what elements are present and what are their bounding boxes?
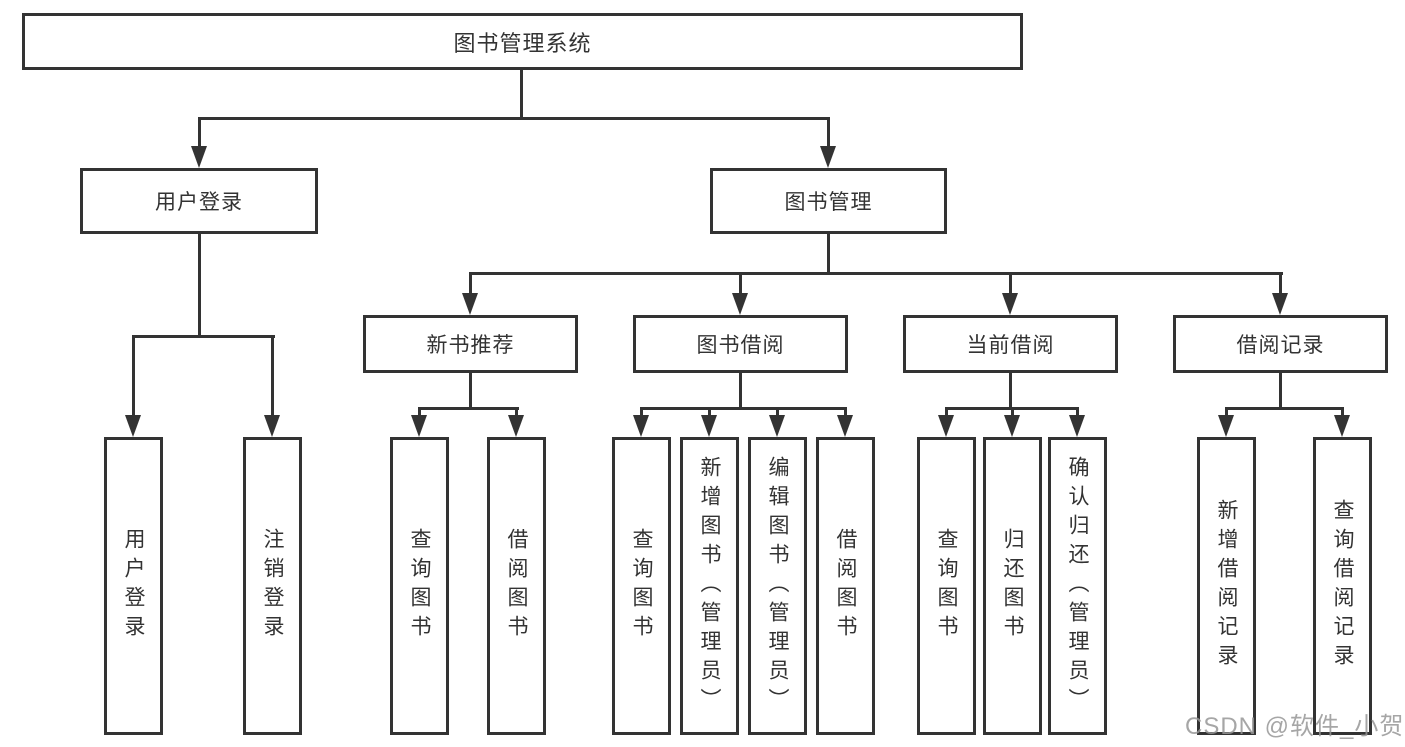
arrow-down-icon xyxy=(820,146,836,168)
connector-line xyxy=(1225,407,1228,417)
arrow-down-icon xyxy=(769,415,785,437)
connector-line xyxy=(198,234,201,338)
connector-line xyxy=(418,407,519,410)
node-label: 注销登录 xyxy=(261,528,284,644)
leaf-add-book-admin: 新增图书（管理员） xyxy=(680,437,739,735)
leaf-borrow-books-borrowing: 借阅图书 xyxy=(816,437,875,735)
node-label: 归还图书 xyxy=(1001,528,1024,644)
node-label: 图书借阅 xyxy=(696,334,785,357)
leaf-edit-book-admin: 编辑图书（管理员） xyxy=(748,437,807,735)
node-label: 新增图书（管理员） xyxy=(698,455,721,717)
node-book-management-branch: 图书管理 xyxy=(710,168,947,234)
connector-line xyxy=(640,407,847,410)
arrow-down-icon xyxy=(1004,415,1020,437)
leaf-logout: 注销登录 xyxy=(243,437,302,735)
node-label: 查询图书 xyxy=(935,528,958,644)
connector-line xyxy=(827,234,830,275)
arrow-down-icon xyxy=(191,146,207,168)
node-book-borrowing: 图书借阅 xyxy=(633,315,848,373)
connector-line xyxy=(945,407,948,417)
node-library-management-system: 图书管理系统 xyxy=(22,13,1023,70)
node-label: 用户登录 xyxy=(155,191,243,214)
arrow-down-icon xyxy=(938,415,954,437)
connector-line xyxy=(739,272,742,295)
connector-line xyxy=(1009,272,1012,295)
connector-line xyxy=(1225,407,1344,410)
node-label: 查询图书 xyxy=(630,528,653,644)
node-label: 用户登录 xyxy=(122,528,145,644)
connector-line xyxy=(1009,373,1012,410)
leaf-user-login: 用户登录 xyxy=(104,437,163,735)
watermark: CSDN @软件_小贺同学 xyxy=(1185,713,1405,740)
node-label: 图书管理系统 xyxy=(453,30,592,56)
node-label: 当前借阅 xyxy=(966,334,1055,357)
connector-line xyxy=(1279,272,1282,295)
node-borrowing-records: 借阅记录 xyxy=(1173,315,1388,373)
arrow-down-icon xyxy=(1218,415,1234,437)
node-label: 新书推荐 xyxy=(426,334,515,357)
connector-line xyxy=(1076,407,1079,417)
connector-line xyxy=(418,407,421,417)
node-label: 借阅图书 xyxy=(834,528,857,644)
connector-line xyxy=(271,335,274,417)
arrow-down-icon xyxy=(732,293,748,315)
arrow-down-icon xyxy=(633,415,649,437)
arrow-down-icon xyxy=(701,415,717,437)
connector-line xyxy=(469,373,472,410)
connector-line xyxy=(1011,407,1014,417)
leaf-borrow-books-recommend: 借阅图书 xyxy=(487,437,546,735)
connector-line xyxy=(198,117,830,120)
node-label: 查询借阅记录 xyxy=(1331,499,1354,673)
connector-line xyxy=(1279,373,1282,410)
node-label: 图书管理 xyxy=(784,191,873,214)
connector-line xyxy=(198,117,201,148)
arrow-down-icon xyxy=(1334,415,1350,437)
node-label: 确认归还（管理员） xyxy=(1066,455,1089,717)
leaf-return-book: 归还图书 xyxy=(983,437,1042,735)
arrow-down-icon xyxy=(837,415,853,437)
connector-line xyxy=(708,407,711,417)
connector-line xyxy=(469,272,472,295)
arrow-down-icon xyxy=(1272,293,1288,315)
leaf-query-books-recommend: 查询图书 xyxy=(390,437,449,735)
connector-line xyxy=(132,335,135,417)
arrow-down-icon xyxy=(508,415,524,437)
connector-line xyxy=(776,407,779,417)
leaf-query-books-borrowing: 查询图书 xyxy=(612,437,671,735)
arrow-down-icon xyxy=(1069,415,1085,437)
node-label: 借阅记录 xyxy=(1236,334,1325,357)
connector-line xyxy=(844,407,847,417)
connector-line xyxy=(827,117,830,148)
node-label: 编辑图书（管理员） xyxy=(766,455,789,717)
node-current-borrowing: 当前借阅 xyxy=(903,315,1118,373)
connector-line xyxy=(1341,407,1344,417)
node-new-book-recommendation: 新书推荐 xyxy=(363,315,578,373)
arrow-down-icon xyxy=(1002,293,1018,315)
leaf-query-borrow-record: 查询借阅记录 xyxy=(1313,437,1372,735)
arrow-down-icon xyxy=(125,415,141,437)
connector-line xyxy=(739,373,742,410)
connector-line xyxy=(515,407,518,417)
leaf-add-borrow-record: 新增借阅记录 xyxy=(1197,437,1256,735)
node-label: 借阅图书 xyxy=(505,528,528,644)
node-label: 新增借阅记录 xyxy=(1215,499,1238,673)
connector-line xyxy=(132,335,275,338)
leaf-confirm-return-admin: 确认归还（管理员） xyxy=(1048,437,1107,735)
node-label: 查询图书 xyxy=(408,528,431,644)
node-user-login-branch: 用户登录 xyxy=(80,168,318,234)
connector-line xyxy=(469,272,1283,275)
arrow-down-icon xyxy=(462,293,478,315)
connector-line xyxy=(520,70,523,120)
arrow-down-icon xyxy=(264,415,280,437)
leaf-query-books-current: 查询图书 xyxy=(917,437,976,735)
connector-line xyxy=(640,407,643,417)
arrow-down-icon xyxy=(411,415,427,437)
